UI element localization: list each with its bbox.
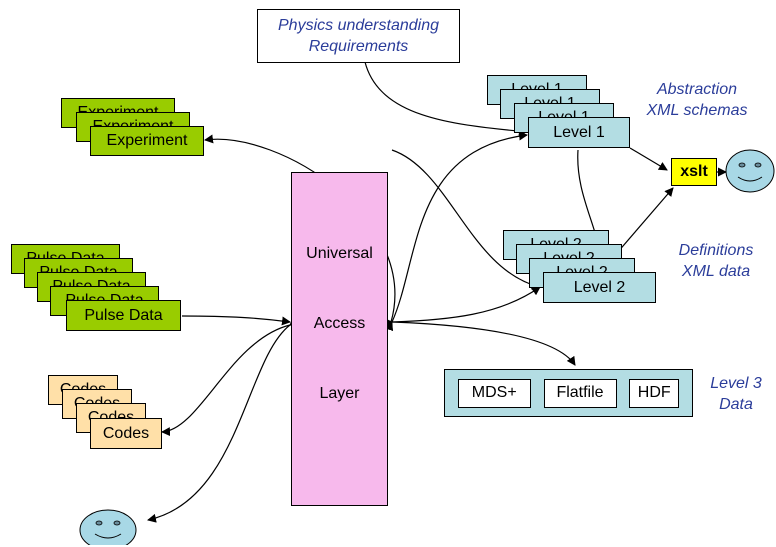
arrow-pulse-to-ual [181, 315, 291, 326]
arrow-ual-level1 [384, 131, 528, 332]
user-face-icon [725, 149, 775, 193]
arrow-requirements-to-level1 [364, 61, 528, 136]
requirements-line2: Requirements [308, 38, 409, 55]
ual-line2: Access [313, 315, 366, 332]
arrow-ual-level2 [383, 286, 541, 327]
storage-container: MDS+ Flatfile HDF [444, 369, 693, 417]
xslt-box: xslt [671, 158, 717, 186]
storage-hdf-box: HDF [629, 378, 680, 408]
abstraction-label: Abstraction XML schemas [646, 81, 748, 119]
universal-access-layer: Universal Access Layer [291, 172, 388, 506]
arrow-ual-storage [391, 321, 576, 366]
user-face-bottom-icon [79, 509, 137, 545]
codes-card-front: Codes [90, 418, 162, 449]
level1-card-front: Level 1 [528, 117, 630, 148]
arrow-ual-user [147, 316, 300, 523]
definitions-label: Definitions XML data [678, 242, 754, 280]
requirements-line1: Physics understanding [278, 17, 439, 34]
pulse-card-front: Pulse Data [66, 300, 181, 331]
experiment-card-front: Experiment [90, 126, 204, 156]
level3-label: Level 3 Data [710, 375, 762, 413]
arrow-level1-to-xslt [629, 147, 668, 171]
requirements-box: Physics understanding Requirements [257, 9, 460, 63]
storage-mds-box: MDS+ [457, 378, 531, 408]
ual-line3: Layer [319, 385, 360, 402]
storage-flatfile-box: Flatfile [543, 378, 617, 408]
ual-line1: Universal [306, 245, 373, 262]
level2-card-front: Level 2 [543, 272, 656, 303]
arrow-ual-codes [161, 318, 299, 437]
